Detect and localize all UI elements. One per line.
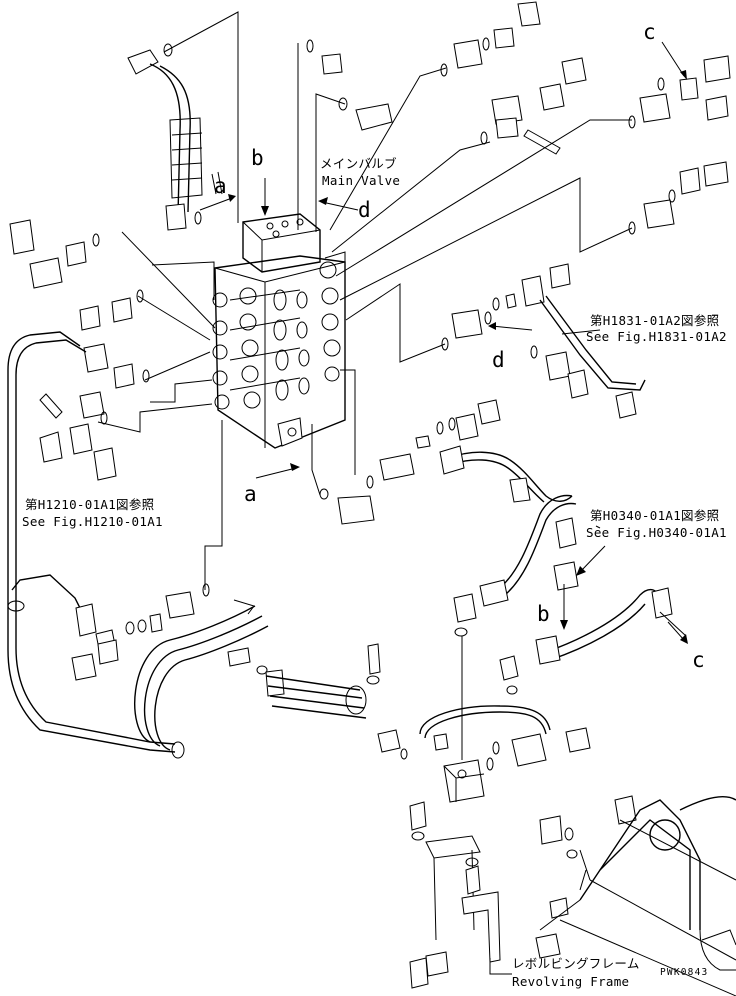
marker-d-mid: d [492,348,505,372]
revolving-frame [539,795,736,996]
revolving-frame-label-en: Revolving Frame [512,974,630,989]
ref-h1210-label-jp: 第H1210-01A1図参照 [25,497,155,512]
revolving-frame-label-jp: レボルビングフレーム [512,956,640,971]
arrows [199,41,688,975]
marker-b-top: b [251,146,264,170]
ref-h1210-label-en: See Fig.H1210-01A1 [22,514,163,529]
drawing-code: PWK0843 [660,967,709,978]
left-fittings [9,219,150,481]
ref-h1831-label-jp: 第H1831-01A2図参照 [590,313,720,328]
bottom-fittings [227,593,578,989]
ref-h0340-label-jp: 第H0340-01A1図参照 [590,508,720,523]
top-fittings [306,1,731,235]
center-fittings [319,263,646,525]
main-valve-label-jp: メインバルブ [320,156,397,171]
lower-left-fittings [71,583,210,681]
leader-lines [97,11,633,590]
main-valve [212,213,346,449]
marker-b-bottom: b [537,602,550,626]
right-piping [419,494,687,771]
marker-c-top: c [643,20,656,44]
ref-h0340-label-en: See Fig.H0340-01A1 [586,525,727,540]
harness-group [127,43,223,231]
marker-a-top: a [214,174,227,198]
ref-h1831-label-en: See Fig.H1831-01A2 [586,329,727,344]
marker-a-bottom: a [244,482,257,506]
marker-c-bottom: c [692,648,705,672]
marker-d-top: d [358,198,371,222]
main-valve-label-en: Main Valve [322,173,401,188]
pipe-loop [7,331,269,759]
